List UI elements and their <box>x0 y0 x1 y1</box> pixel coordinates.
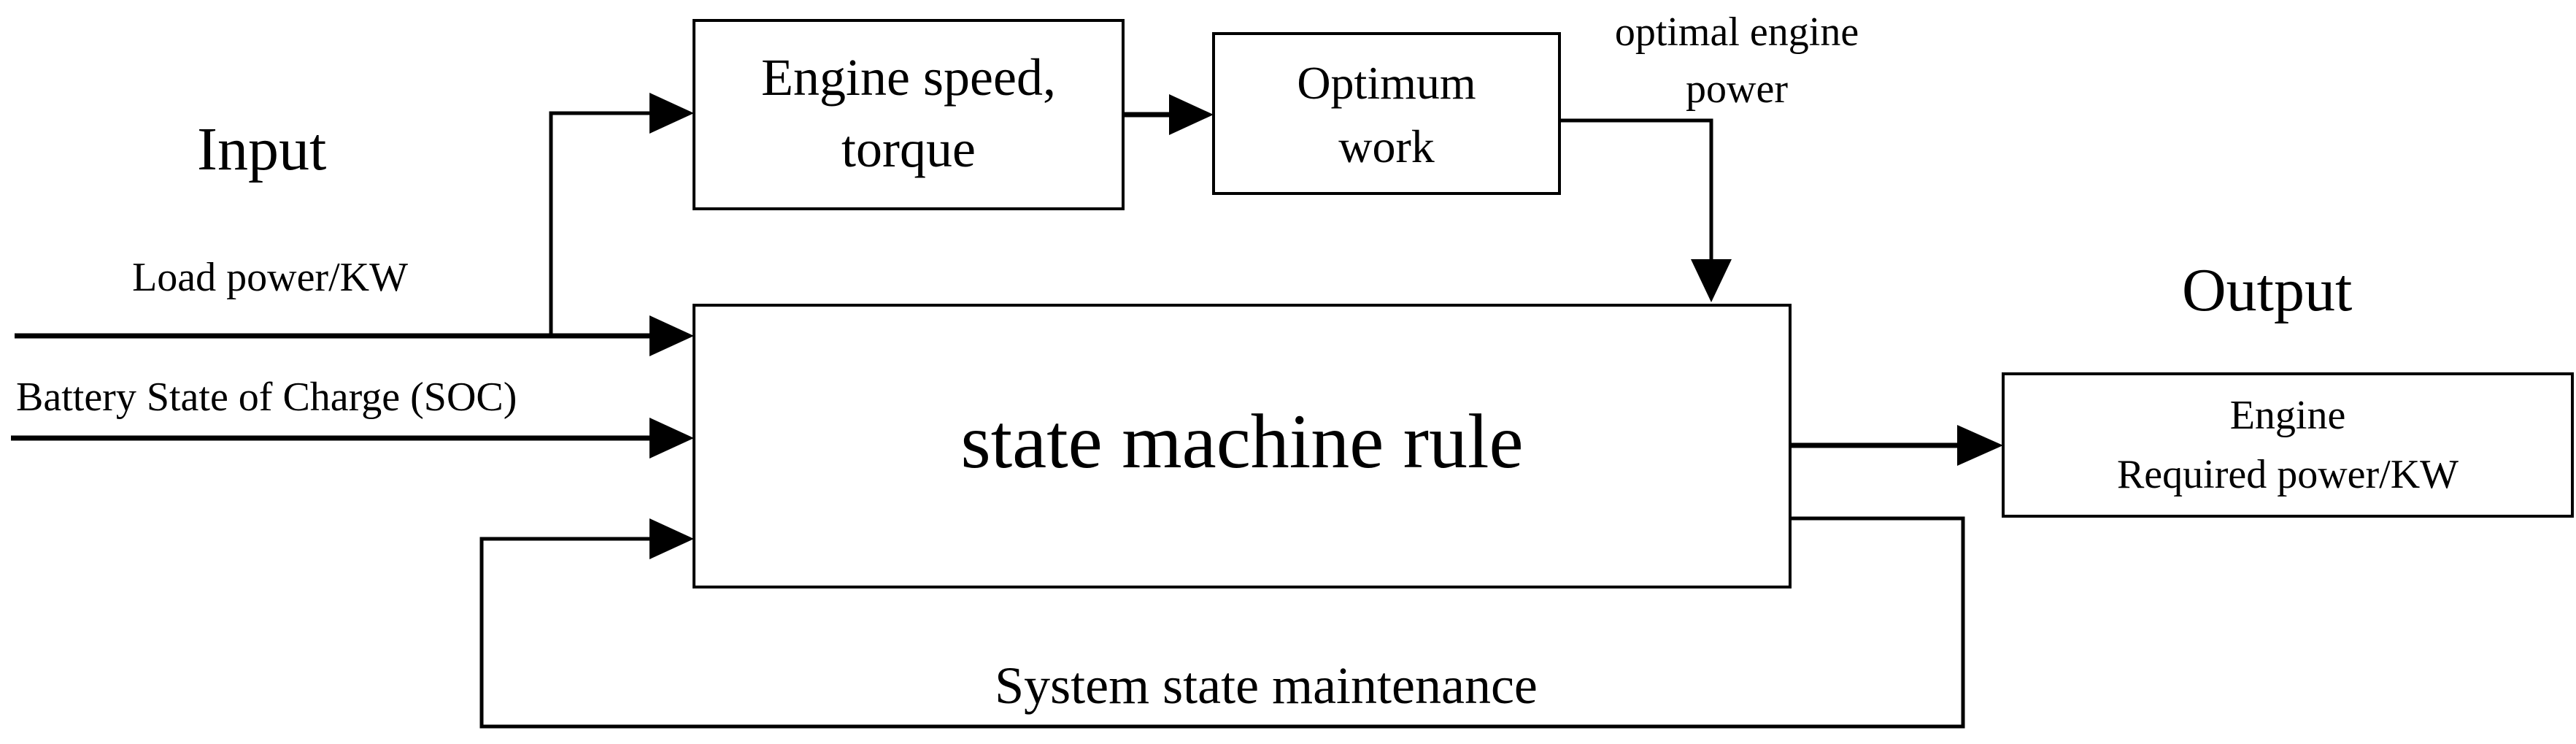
state-machine-rule-box: state machine rule <box>693 304 1792 588</box>
input-section-label: Input <box>197 115 326 183</box>
battery-soc-arrow <box>11 418 694 459</box>
optimal-engine-power-label-line1: optimal engine <box>1615 9 1859 55</box>
system-state-maintenance-label: System state maintenance <box>995 656 1538 715</box>
optimum-work-box: Optimum work <box>1212 32 1561 195</box>
optimum-work-label-line1: Optimum <box>1297 57 1476 109</box>
state-machine-rule-label: state machine rule <box>960 399 1523 484</box>
output-arrow <box>1790 425 2003 466</box>
optimal-power-arrow <box>1559 118 1732 302</box>
battery-soc-label: Battery State of Charge (SOC) <box>16 375 517 420</box>
output-box-label-line1: Engine <box>2230 393 2346 438</box>
output-section-label: Output <box>2182 256 2352 324</box>
system-state-feedback-loop <box>479 516 1965 729</box>
engine-speed-torque-box: Engine speed, torque <box>693 19 1125 210</box>
engine-speed-label-line1: Engine speed, <box>761 48 1056 107</box>
optimum-work-label-line2: work <box>1338 120 1435 172</box>
engine-required-power-box: Engine Required power/KW <box>2002 372 2574 518</box>
load-power-label: Load power/KW <box>132 255 408 300</box>
optimal-engine-power-label-line2: power <box>1686 66 1788 112</box>
engine-speed-label-line2: torque <box>841 120 976 178</box>
engine-to-optimum-arrow <box>1123 94 1214 135</box>
output-box-label-line2: Required power/KW <box>2117 452 2459 497</box>
load-power-branch-arrow <box>549 93 694 336</box>
load-power-arrow <box>15 315 694 356</box>
